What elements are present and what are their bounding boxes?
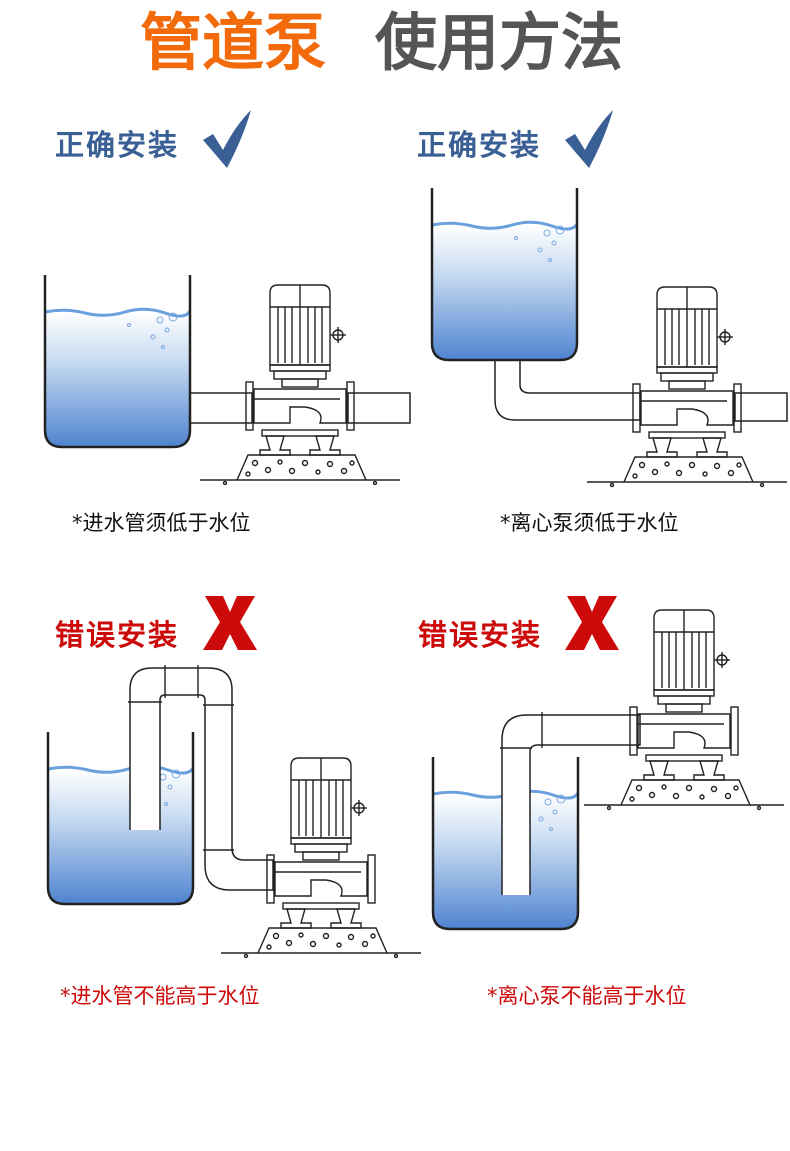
panel-correct-2: 正确安装 *离心泵须低于水位 [417,110,788,535]
title-part2: 使用方法 [375,6,623,79]
pipeline-pump [586,286,788,488]
pipeline-pump [583,609,785,811]
water-tank [430,186,579,362]
outlet-pipe [347,392,411,424]
title-part1: 管道泵 [140,6,326,79]
panel-caption: *进水管不能高于水位 [60,984,260,1008]
panel-wrong-2: 错误安装 *离心泵不能高于水位 [418,596,785,1008]
check-icon [203,110,251,168]
inlet-pipe [501,714,641,895]
x-icon [203,596,257,650]
pipeline-pump [220,757,422,959]
water-tank [43,273,192,449]
x-icon [565,596,619,650]
panel-label: 正确安装 [417,128,541,162]
panel-correct-1: 正确安装 *进水管须低于水位 [43,110,411,535]
panel-caption: *离心泵须低于水位 [500,511,679,535]
check-icon [565,110,613,168]
panel-label: 正确安装 [55,128,179,162]
panel-label: 错误安装 [55,618,179,652]
pipeline-pump [199,284,401,486]
inlet-pipe [129,667,274,891]
inlet-pipe [494,360,641,421]
water-tank [46,730,195,906]
panel-caption: *离心泵不能高于水位 [487,984,687,1008]
outlet-pipe [734,392,788,422]
panel-label: 错误安装 [418,618,542,652]
inlet-pipe [187,392,253,424]
panel-caption: *进水管须低于水位 [72,511,251,535]
panel-wrong-1: 错误安装 *进水管不能高于水位 [46,596,422,1008]
